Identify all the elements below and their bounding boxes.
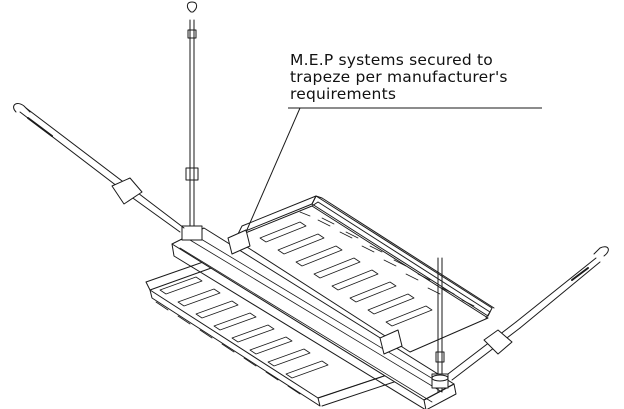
callout-text: M.E.P systems secured to trapeze per man… <box>290 52 570 103</box>
strut-clips <box>227 229 403 355</box>
callout-line-1: M.E.P systems secured to <box>290 51 493 69</box>
threaded-rods <box>181 1 449 393</box>
callout-line-2: trapeze per manufacturer's <box>290 68 508 86</box>
upper-cable-tray <box>232 195 495 353</box>
callout-leader <box>245 107 542 233</box>
callout-line-3: requirements <box>290 85 397 103</box>
seismic-cables <box>13 103 609 381</box>
